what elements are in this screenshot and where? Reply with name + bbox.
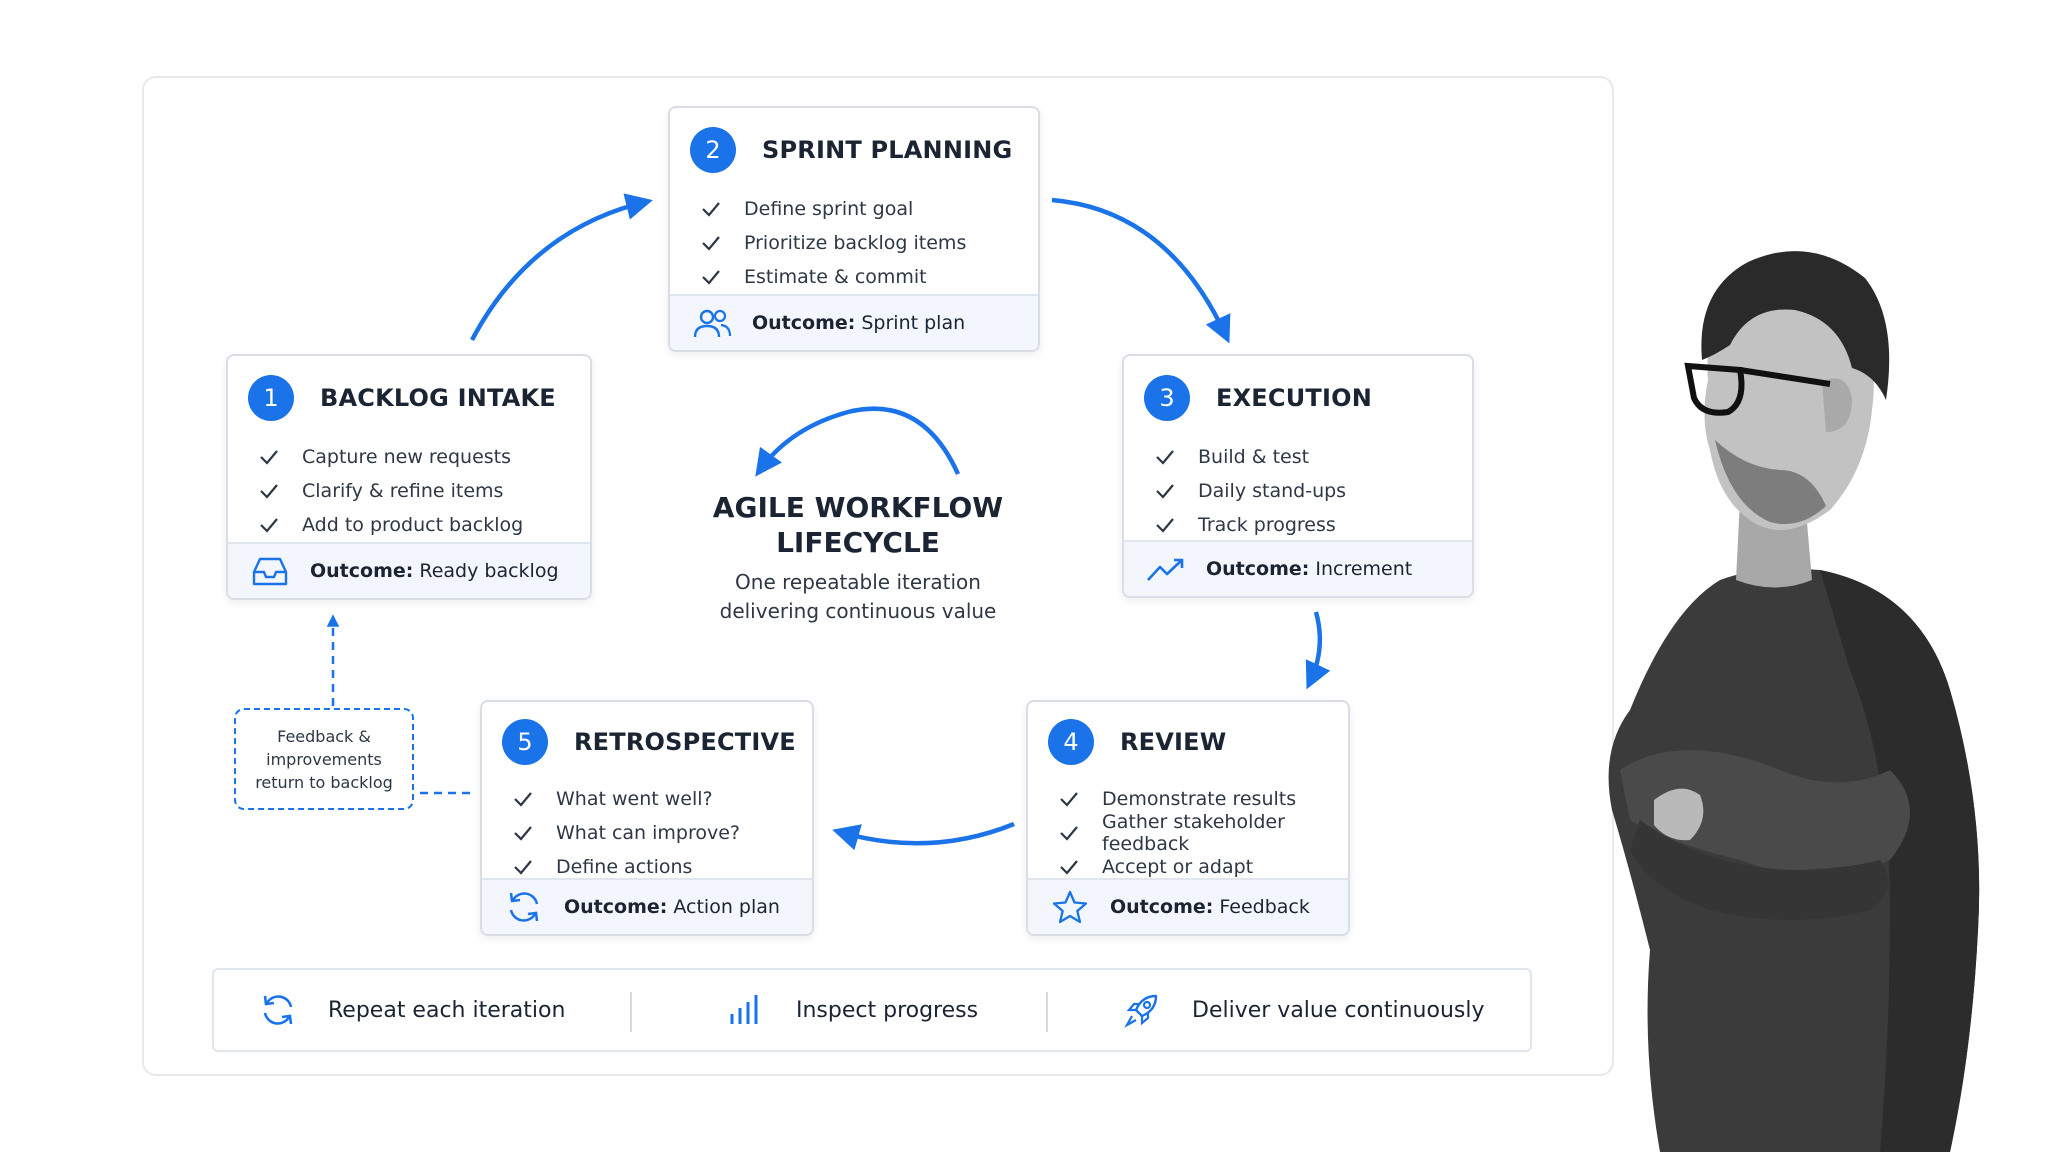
list-item: Daily stand-ups (1154, 474, 1472, 508)
stage-number-badge: 2 (690, 127, 736, 173)
stage-outcome: Outcome:Ready backlog (228, 542, 590, 598)
stage-card-backlog-intake: 1 BACKLOG INTAKE Capture new requests Cl… (226, 354, 592, 600)
check-icon (1060, 826, 1078, 841)
outcome-label: Outcome: (564, 896, 668, 918)
stage-card-review: 4 REVIEW Demonstrate results Gather stak… (1026, 700, 1350, 936)
stage-title: BACKLOG INTAKE (320, 384, 556, 412)
footer-item-inspect: Inspect progress (726, 968, 978, 1052)
check-icon (260, 518, 278, 533)
list-item: Gather stakeholder feedback (1058, 811, 1348, 855)
stage-number-badge: 5 (502, 719, 548, 765)
stage-outcome: Outcome:Action plan (482, 878, 812, 934)
stage-title: RETROSPECTIVE (574, 728, 796, 756)
list-item: What went well? (512, 782, 812, 816)
outcome-value: Action plan (673, 896, 780, 918)
list-item: Track progress (1154, 508, 1472, 542)
stage-items: Demonstrate results Gather stakeholder f… (1028, 782, 1348, 884)
list-item: Add to product backlog (258, 508, 590, 542)
check-icon (1060, 860, 1078, 875)
stage-number-badge: 1 (248, 375, 294, 421)
footer-item-deliver: Deliver value continuously (1122, 968, 1485, 1052)
diagram-title: AGILE WORKFLOW LIFECYCLE (712, 491, 1004, 559)
list-item: Define actions (512, 850, 812, 884)
trend-up-icon (1147, 558, 1184, 581)
list-item: Estimate & commit (700, 260, 1038, 294)
stage-title: EXECUTION (1216, 384, 1372, 412)
diagram-subtitle: One repeatable iteration delivering cont… (719, 570, 997, 623)
check-icon (514, 826, 532, 841)
stage-number-badge: 3 (1144, 375, 1190, 421)
list-item: Prioritize backlog items (700, 226, 1038, 260)
star-icon (1052, 890, 1088, 924)
list-item: Build & test (1154, 440, 1472, 474)
stage-card-retrospective: 5 RETROSPECTIVE What went well? What can… (480, 700, 814, 936)
team-icon (693, 309, 732, 338)
stage-outcome: Outcome:Increment (1124, 540, 1472, 596)
list-item: Clarify & refine items (258, 474, 590, 508)
check-icon (702, 236, 720, 251)
stage-items: Define sprint goal Prioritize backlog it… (670, 192, 1038, 294)
list-item: Define sprint goal (700, 192, 1038, 226)
outcome-label: Outcome: (1110, 896, 1214, 918)
list-item: Capture new requests (258, 440, 590, 474)
footer-divider (1046, 992, 1048, 1032)
check-icon (1156, 450, 1174, 465)
stage-number-badge: 4 (1048, 719, 1094, 765)
rocket-icon (1124, 994, 1158, 1028)
stage-outcome: Outcome:Feedback (1028, 878, 1348, 934)
outcome-value: Ready backlog (419, 560, 559, 582)
outcome-label: Outcome: (1206, 558, 1310, 580)
stage-card-sprint-planning: 2 SPRINT PLANNING Define sprint goal Pri… (668, 106, 1040, 352)
refresh-icon (509, 892, 539, 922)
outcome-value: Feedback (1219, 896, 1310, 918)
check-icon (514, 860, 532, 875)
inbox-icon (252, 557, 288, 586)
outcome-value: Increment (1315, 558, 1413, 580)
stage-items: Capture new requests Clarify & refine it… (228, 440, 590, 542)
footer-item-repeat: Repeat each iteration (258, 968, 565, 1052)
check-icon (1156, 518, 1174, 533)
refresh-icon (263, 995, 293, 1025)
bar-chart-icon (730, 995, 758, 1024)
check-icon (1156, 484, 1174, 499)
stage-card-execution: 3 EXECUTION Build & test Daily stand-ups… (1122, 354, 1474, 598)
stage-outcome: Outcome:Sprint plan (670, 294, 1038, 350)
check-icon (260, 450, 278, 465)
check-icon (514, 792, 532, 807)
footer-divider (630, 992, 632, 1032)
check-icon (702, 202, 720, 217)
check-icon (260, 484, 278, 499)
stage-items: What went well? What can improve? Define… (482, 782, 812, 884)
check-icon (1060, 792, 1078, 807)
list-item: Accept or adapt (1058, 850, 1348, 884)
stage-title: SPRINT PLANNING (762, 136, 1013, 164)
feedback-note: Feedback & improvements return to backlo… (234, 708, 414, 810)
outcome-label: Outcome: (752, 312, 856, 334)
list-item: Demonstrate results (1058, 782, 1348, 816)
stage-title: REVIEW (1120, 728, 1227, 756)
check-icon (702, 270, 720, 285)
outcome-value: Sprint plan (861, 312, 966, 334)
footer-bar: Repeat each iteration Inspect progress D… (212, 968, 1532, 1052)
stage-items: Build & test Daily stand-ups Track progr… (1124, 440, 1472, 542)
person-photo (1608, 251, 1980, 1152)
outcome-label: Outcome: (310, 560, 414, 582)
list-item: What can improve? (512, 816, 812, 850)
